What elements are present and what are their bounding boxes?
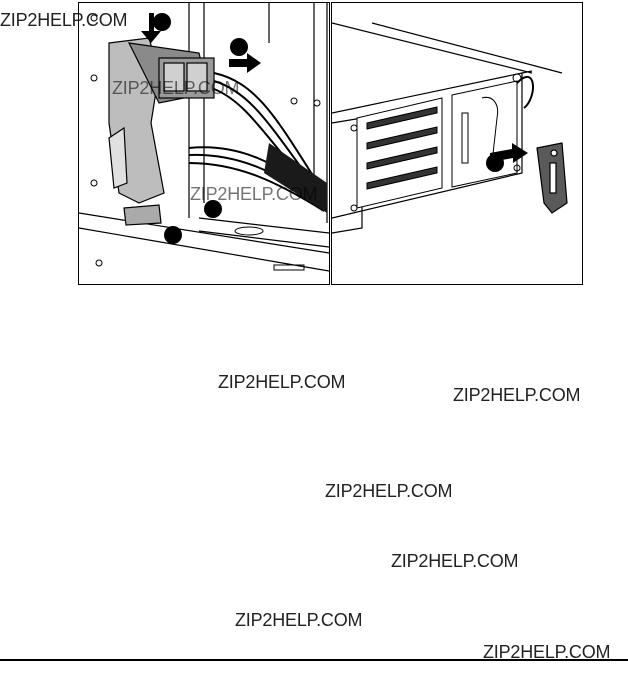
watermark-text: ZIP2HELP.COM (483, 642, 611, 662)
watermark-text: ZIP2HELP.COM (391, 551, 519, 571)
watermark-text: ZIP2HELP.COM (453, 385, 581, 405)
watermark-text: ZIP2HELP.COM (325, 481, 453, 501)
watermark-text: ZIP2HELP.COM (0, 10, 128, 30)
chassis-handle-illustration (332, 22, 568, 234)
watermark-text: ZIP2HELP.COM (218, 372, 346, 392)
cable-connector-illustration (79, 3, 329, 272)
watermark-text: ZIP2HELP.COM (235, 610, 363, 630)
footer-divider (0, 659, 628, 661)
illustration-panel-cable-connectors (78, 2, 330, 285)
illustration-panel-chassis-handle (331, 2, 583, 285)
watermark-text: ZIP2HELP.COM (190, 184, 318, 204)
watermark-text: ZIP2HELP.COM (112, 78, 240, 98)
